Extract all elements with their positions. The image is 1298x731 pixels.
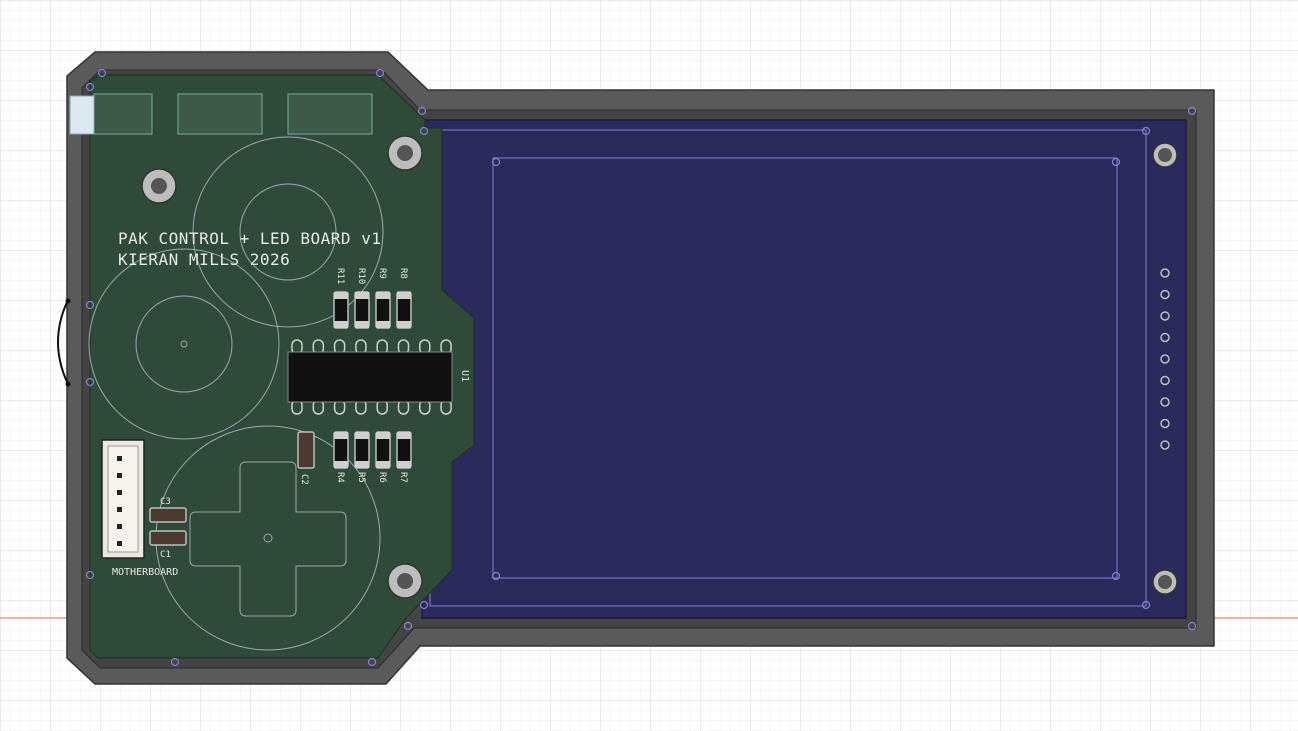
screw-point <box>1111 571 1121 581</box>
tab-pin <box>65 381 71 387</box>
screw-point <box>419 126 429 136</box>
capacitor-c3-label: C3 <box>160 497 171 507</box>
top-button-pad <box>93 93 153 135</box>
resistor-pad <box>334 461 348 468</box>
connector-pin <box>117 473 122 478</box>
screw-point <box>1187 621 1197 631</box>
connector-pin <box>117 490 122 495</box>
screw-point <box>1141 600 1151 610</box>
display-active-area <box>492 157 1118 579</box>
board-title: PAK CONTROL + LED BOARD v1 <box>118 229 381 248</box>
resistor-pad <box>397 321 411 328</box>
resistor-pad <box>334 321 348 328</box>
resistor-label: R11 <box>335 268 345 284</box>
mounting-hole-icon <box>151 178 167 194</box>
capacitor-c1 <box>149 530 187 546</box>
mounting-hole-icon <box>397 573 413 589</box>
resistor-pad <box>355 321 369 328</box>
connector-pin <box>117 524 122 529</box>
led-display-panel <box>421 119 1187 619</box>
capacitor-c1-label: C1 <box>160 550 171 560</box>
screw-point <box>97 68 107 78</box>
header-pin-icon <box>1160 375 1170 386</box>
resistor-pad <box>397 461 411 468</box>
resistor-label: R4 <box>335 472 345 483</box>
connector-pin <box>117 507 122 512</box>
resistor-pad <box>355 432 369 439</box>
screw-point <box>403 621 413 631</box>
screw-point <box>491 571 501 581</box>
screw-point <box>85 300 95 310</box>
screw-point <box>1187 106 1197 116</box>
header-pin-icon <box>1160 397 1170 407</box>
joystick-outline-small <box>135 295 233 393</box>
mounting-hole-icon <box>1158 575 1172 589</box>
header-pin-icon <box>1160 332 1170 343</box>
resistor-pad <box>355 292 369 299</box>
capacitor-c2 <box>297 431 315 469</box>
resistor-pad <box>334 432 348 439</box>
connector-pin <box>117 541 122 546</box>
board-author: KIERAN MILLS 2026 <box>118 250 290 269</box>
resistor-pad <box>397 292 411 299</box>
screw-point <box>85 570 95 580</box>
header-pin-icon <box>1160 440 1170 450</box>
screw-point <box>85 82 95 92</box>
screw-point <box>1111 157 1121 167</box>
screw-point <box>419 600 429 610</box>
mounting-hole-icon <box>1158 148 1172 162</box>
header-pin-icon <box>1160 418 1170 429</box>
screw-point <box>375 68 385 78</box>
resistor-label: R6 <box>377 472 387 483</box>
dpad-outline-icon <box>189 461 347 617</box>
resistor-pad <box>355 461 369 468</box>
ic-u1-label: U1 <box>459 370 470 382</box>
screw-point <box>1141 126 1151 136</box>
resistor-label: R5 <box>356 472 366 483</box>
top-button-pad <box>177 93 263 135</box>
light-sensor-window <box>69 95 95 135</box>
screw-point <box>417 106 427 116</box>
dpad-center <box>263 533 273 543</box>
screw-point <box>170 657 180 667</box>
header-pin-icon <box>1160 268 1170 278</box>
header-pin-icon <box>1160 354 1170 364</box>
resistor-pad <box>376 432 390 439</box>
joystick-outline-large <box>88 248 280 440</box>
top-button-pad <box>287 93 373 135</box>
connector-pin <box>117 456 122 461</box>
resistor-row-bottom: R4 R5 R6 R7 <box>333 431 412 483</box>
button-outline-large <box>192 136 384 328</box>
screw-point <box>367 657 377 667</box>
display-header-pins <box>1160 268 1170 450</box>
resistor-label: R7 <box>398 472 408 483</box>
resistor-label: R10 <box>356 268 366 284</box>
header-pin-icon <box>1160 289 1170 300</box>
resistor-pad <box>376 321 390 328</box>
button-outline-small <box>239 183 337 281</box>
capacitor-c2-label: C2 <box>299 474 309 485</box>
resistor-pad <box>376 461 390 468</box>
resistor-label: R8 <box>398 268 408 279</box>
resistor-pad <box>397 432 411 439</box>
capacitor-c3 <box>149 507 187 523</box>
enclosure-screw-points <box>85 68 1197 667</box>
resistor-pad <box>376 292 390 299</box>
joystick-center <box>180 340 188 348</box>
ic-u1-body <box>287 351 453 403</box>
connector-inner <box>107 445 139 553</box>
tab-pin <box>65 298 71 304</box>
screw-point <box>491 157 501 167</box>
resistor-label: R9 <box>377 268 387 279</box>
header-pin-icon <box>1160 311 1170 321</box>
connector-label: MOTHERBOARD <box>112 567 178 578</box>
screw-point <box>85 377 95 387</box>
connector-pins <box>117 456 122 546</box>
enclosure-side-tab <box>57 299 69 385</box>
mounting-hole-icon <box>397 145 413 161</box>
resistor-row-top: R11 R10 R9 R8 <box>333 268 412 329</box>
resistor-pad <box>334 292 348 299</box>
